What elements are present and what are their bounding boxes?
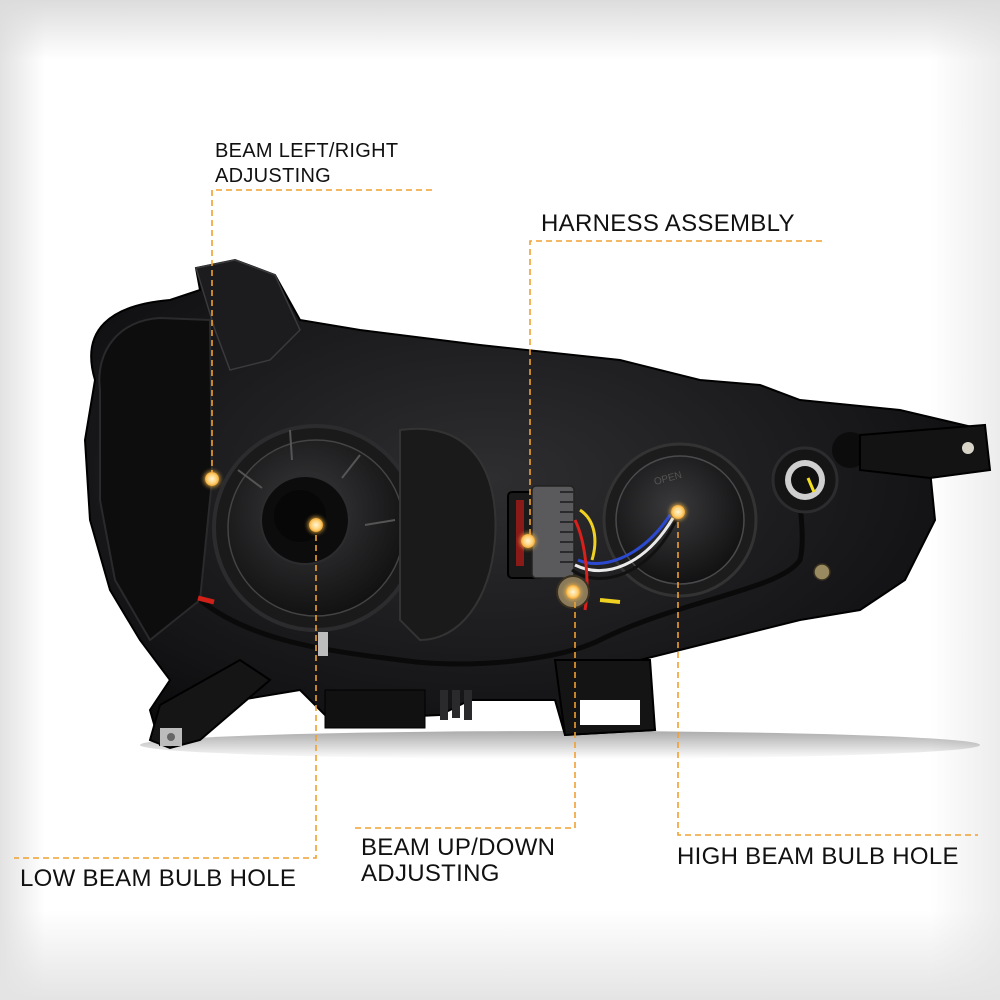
label-beam-up-down-line1: BEAM UP/DOWN <box>361 834 556 861</box>
callout-dot-beam-left-right <box>205 472 219 486</box>
callout-dot-high-beam-bulb-hole <box>671 505 685 519</box>
callout-line-beam-up-down <box>354 592 576 829</box>
label-high-beam-bulb-hole: HIGH BEAM BULB HOLE <box>677 843 959 870</box>
label-beam-left-right: BEAM LEFT/RIGHT ADJUSTING <box>215 139 398 189</box>
background-bottom-shade <box>0 910 1000 1000</box>
label-beam-up-down-line2: ADJUSTING <box>361 860 500 887</box>
background-top-shade <box>0 0 1000 60</box>
callout-line-harness <box>529 240 822 541</box>
callout-dot-low-beam-bulb-hole <box>309 518 323 532</box>
callout-dot-harness-assembly <box>521 534 535 548</box>
callout-line-low-beam <box>14 525 317 859</box>
label-beam-left-right-line1: BEAM LEFT/RIGHT <box>215 140 399 162</box>
callout-dot-beam-up-down <box>566 585 580 599</box>
label-beam-up-down: BEAM UP/DOWN ADJUSTING <box>361 835 555 887</box>
callout-line-high-beam <box>677 512 978 836</box>
label-harness-assembly: HARNESS ASSEMBLY <box>541 210 795 237</box>
label-beam-left-right-line2: ADJUSTING <box>215 165 332 187</box>
callout-line-beam-left-right <box>211 189 432 479</box>
label-low-beam-bulb-hole: LOW BEAM BULB HOLE <box>20 865 297 892</box>
